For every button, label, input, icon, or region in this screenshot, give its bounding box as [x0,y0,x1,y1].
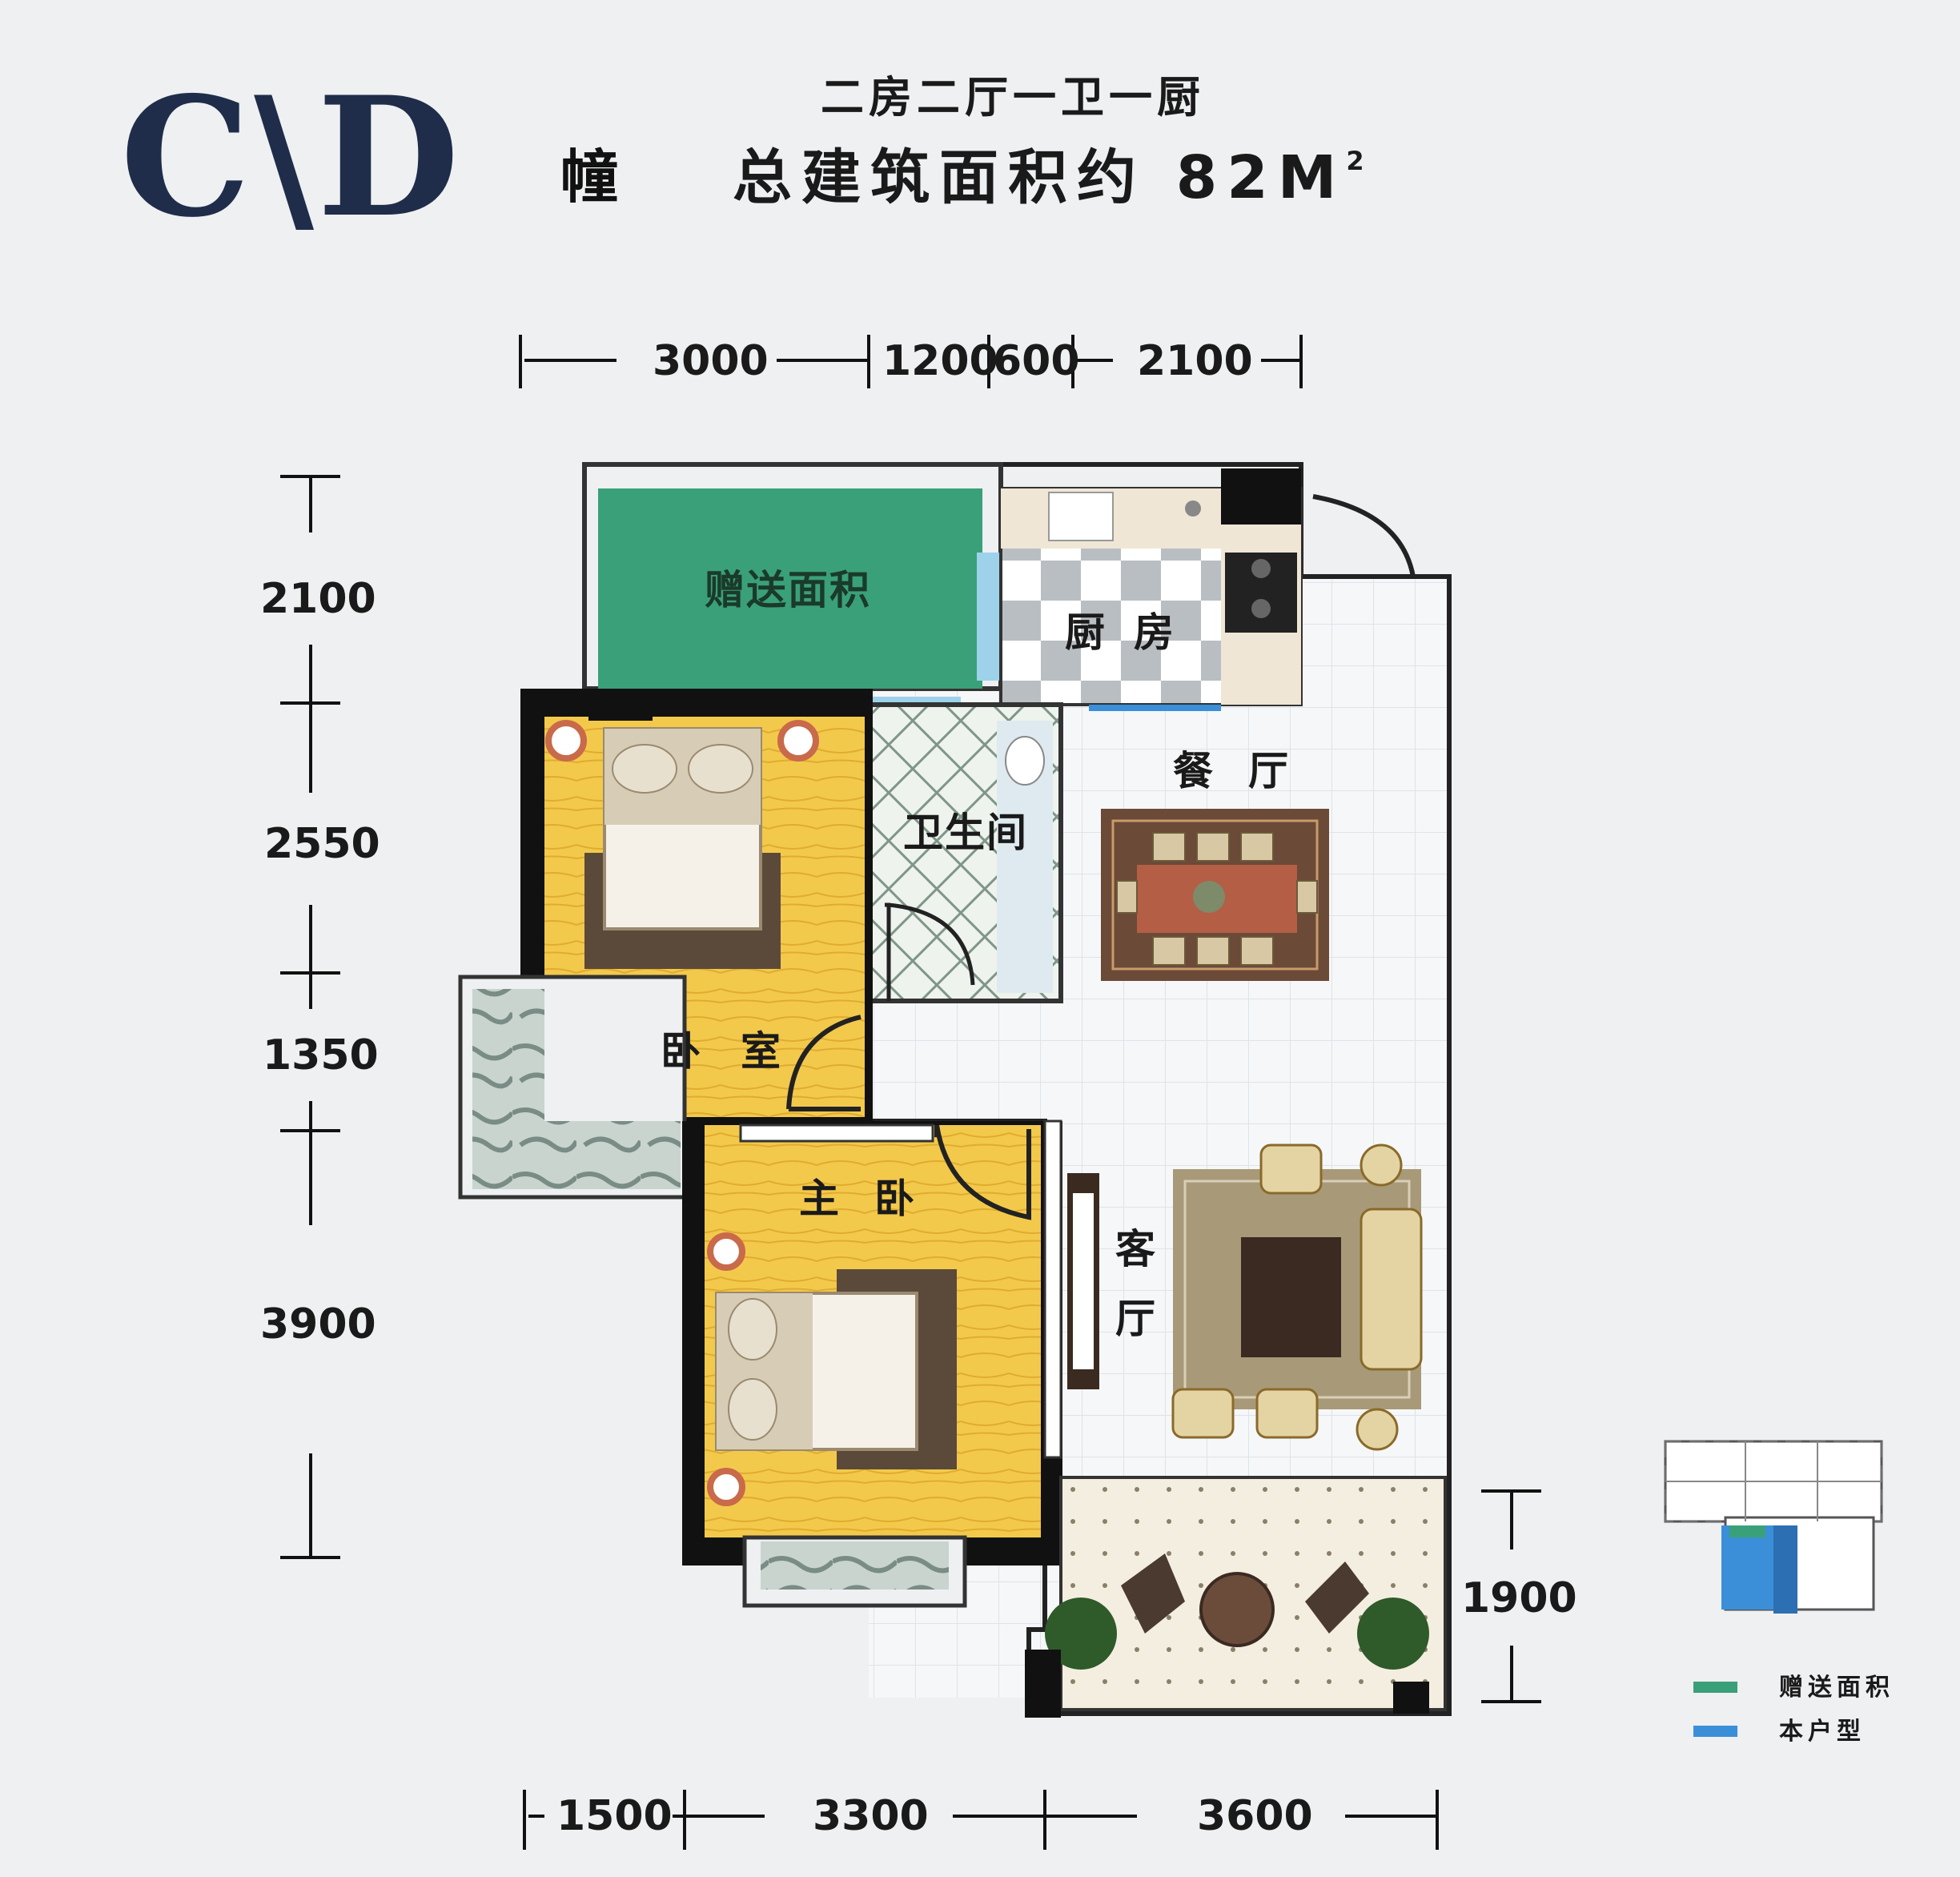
legend-label-unit: 本户型 [1779,1718,1866,1746]
coffee-table [1241,1237,1341,1357]
right-dimension-lines [1481,1489,1541,1703]
room-label-gift-area: 赠送面积 [705,567,871,613]
room-label-dining: 餐厅 [1173,748,1323,794]
room-label-kitchen: 厨房 [1065,609,1203,656]
layout-description: 二房二厅一卫一厨 [821,72,1205,123]
dim-bottom-3: 3600 [1197,1792,1313,1840]
gift-area [598,488,982,689]
dim-top-1: 3000 [653,337,769,385]
key-plan [1664,1440,1883,1614]
dim-top-4: 2100 [1137,337,1253,385]
room-label-bathroom: 卫生间 [903,810,1028,856]
dim-left-4: 3900 [260,1300,376,1348]
dim-right-1: 1900 [1461,1574,1577,1622]
dim-top-3: 600 [993,337,1080,385]
building-suffix: 幢 [560,143,619,211]
legend-swatch-unit [1693,1726,1737,1737]
dim-bottom-1: 1500 [556,1792,673,1840]
dim-left-3: 1350 [263,1031,379,1079]
room-label-living-1: 客 [1115,1226,1179,1272]
room-label-bedroom: 卧室 [661,1028,821,1075]
dim-left-1: 2100 [260,575,376,623]
room-label-master-bedroom: 主卧 [799,1176,950,1222]
dim-top-2: 1200 [882,337,998,385]
room-label-living-2: 厅 [1115,1296,1179,1342]
dim-bottom-2: 3300 [813,1792,929,1840]
top-dimension-lines [519,335,1303,388]
left-dimension-lines [280,475,340,1559]
area-label: 总建筑面积约 [733,143,1146,212]
building-title: C\D [120,62,463,254]
total-area: 总建筑面积约 82M2 [733,148,1364,207]
legend-label-gift: 赠送面积 [1779,1674,1894,1702]
area-unit-superscript: 2 [1346,146,1364,176]
area-value: 82M [1175,143,1347,212]
dim-left-2: 2550 [264,820,380,868]
bottom-dimension-lines [523,1790,1439,1850]
legend-swatch-gift [1693,1682,1737,1693]
